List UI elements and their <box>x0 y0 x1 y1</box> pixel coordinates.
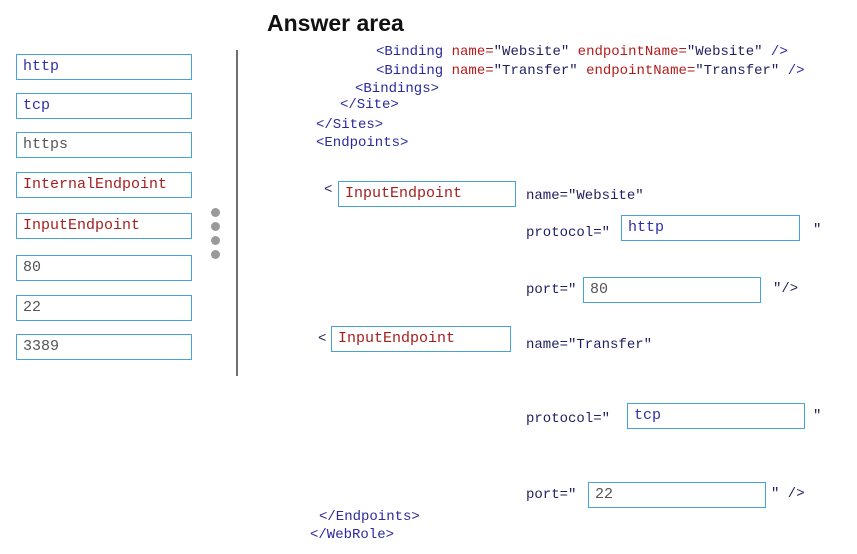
endpoint1-port-label: port=" <box>526 282 577 298</box>
endpoint1-type-dropzone[interactable]: InputEndpoint <box>338 181 516 207</box>
source-item-22[interactable]: 22 <box>16 295 192 321</box>
drag-handle-dot[interactable] <box>211 208 220 217</box>
source-item-tcp[interactable]: tcp <box>16 93 192 119</box>
code-line-webrole-close: </WebRole> <box>310 527 395 543</box>
endpoint2-port-label: port=" <box>526 487 577 503</box>
drag-handle-dot[interactable] <box>211 250 220 259</box>
endpoint2-port-dropzone[interactable]: 22 <box>588 482 766 508</box>
source-item-80[interactable]: 80 <box>16 255 192 281</box>
endpoint1-open-bracket: < <box>324 182 333 198</box>
code-line-endpoints-close: </Endpoints> <box>319 509 420 525</box>
code-line-sites-close: </Sites> <box>316 117 384 133</box>
endpoint1-protocol-label: protocol=" <box>526 225 611 241</box>
code-line-binding-website: <Binding name="Website" endpointName="We… <box>376 44 788 60</box>
panel-divider <box>236 50 238 376</box>
answer-area-title: Answer area <box>267 10 404 36</box>
code-line-bindings-close: <Bindings> <box>355 81 440 97</box>
endpoint1-port-close: "/> <box>773 281 799 297</box>
endpoint2-protocol-close: " <box>813 408 822 424</box>
endpoint2-type-dropzone[interactable]: InputEndpoint <box>331 326 511 352</box>
source-item-internalendpoint[interactable]: InternalEndpoint <box>16 172 192 198</box>
endpoint1-name-attr: name="Website" <box>526 188 644 204</box>
endpoint2-open-bracket: < <box>318 331 327 347</box>
endpoint2-name-attr: name="Transfer" <box>526 337 653 353</box>
endpoint2-protocol-label: protocol=" <box>526 411 611 427</box>
source-item-inputendpoint[interactable]: InputEndpoint <box>16 213 192 239</box>
endpoint2-protocol-dropzone[interactable]: tcp <box>627 403 805 429</box>
drag-handle-dot[interactable] <box>211 222 220 231</box>
endpoint1-port-dropzone[interactable]: 80 <box>583 277 761 303</box>
endpoint2-port-close: " /> <box>771 486 805 502</box>
code-line-endpoints-open: <Endpoints> <box>316 135 409 151</box>
source-item-3389[interactable]: 3389 <box>16 334 192 360</box>
code-line-binding-transfer: <Binding name="Transfer" endpointName="T… <box>376 63 805 79</box>
endpoint1-protocol-dropzone[interactable]: http <box>621 215 800 241</box>
source-item-https[interactable]: https <box>16 132 192 158</box>
endpoint1-protocol-close: " <box>813 222 822 238</box>
drag-handle-dot[interactable] <box>211 236 220 245</box>
source-item-http[interactable]: http <box>16 54 192 80</box>
code-line-site-close: </Site> <box>340 97 399 113</box>
